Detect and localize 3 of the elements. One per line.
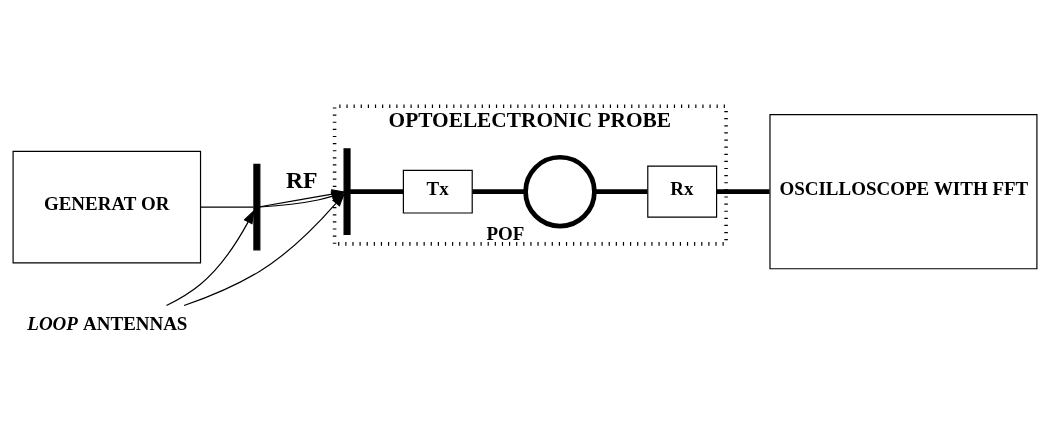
- edge-label: RF: [285, 167, 318, 194]
- node-text: LOOP ANTENNAS: [27, 313, 188, 335]
- node-label: POF: [486, 223, 525, 245]
